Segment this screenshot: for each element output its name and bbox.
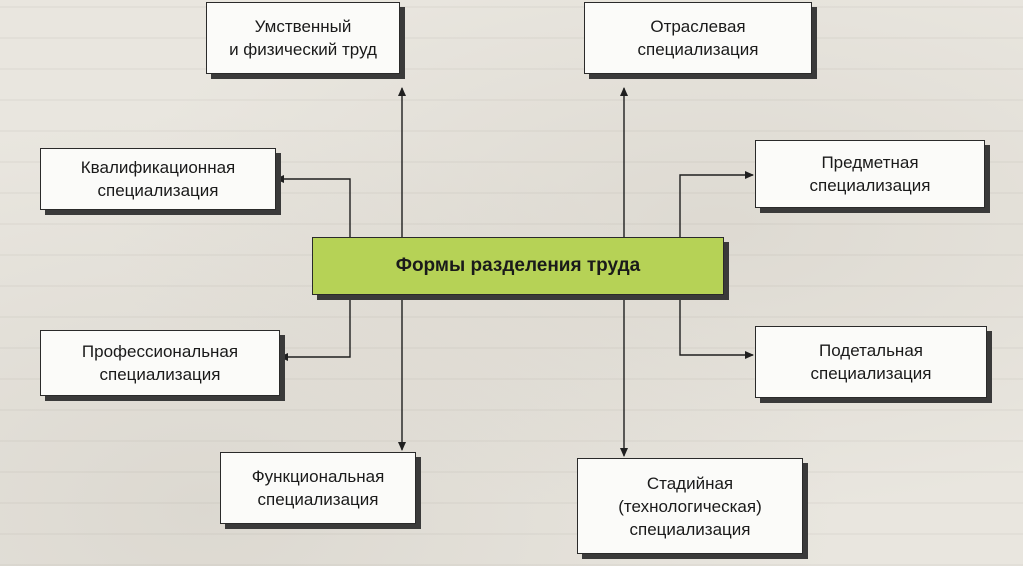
node-functional-specialization: Функциональная специализация [220,452,416,524]
central-node-labor-division: Формы разделения труда [312,237,724,295]
node-stage-specialization: Стадийная (технологическая) специализаци… [577,458,803,554]
arrow-to-professional [279,295,351,361]
arrow-to-qualification [275,175,351,237]
node-detail-specialization: Подетальная специализация [755,326,987,398]
node-qualification-specialization: Квалификационная специализация [40,148,276,210]
node-sectoral-specialization: Отраслевая специализация [584,2,812,74]
arrow-to-subject [679,171,754,237]
node-professional-specialization: Профессиональная специализация [40,330,280,396]
node-subject-specialization: Предметная специализация [755,140,985,208]
arrow-to-detail [679,295,754,359]
node-mental-physical-labor: Умственный и физический труд [206,2,400,74]
